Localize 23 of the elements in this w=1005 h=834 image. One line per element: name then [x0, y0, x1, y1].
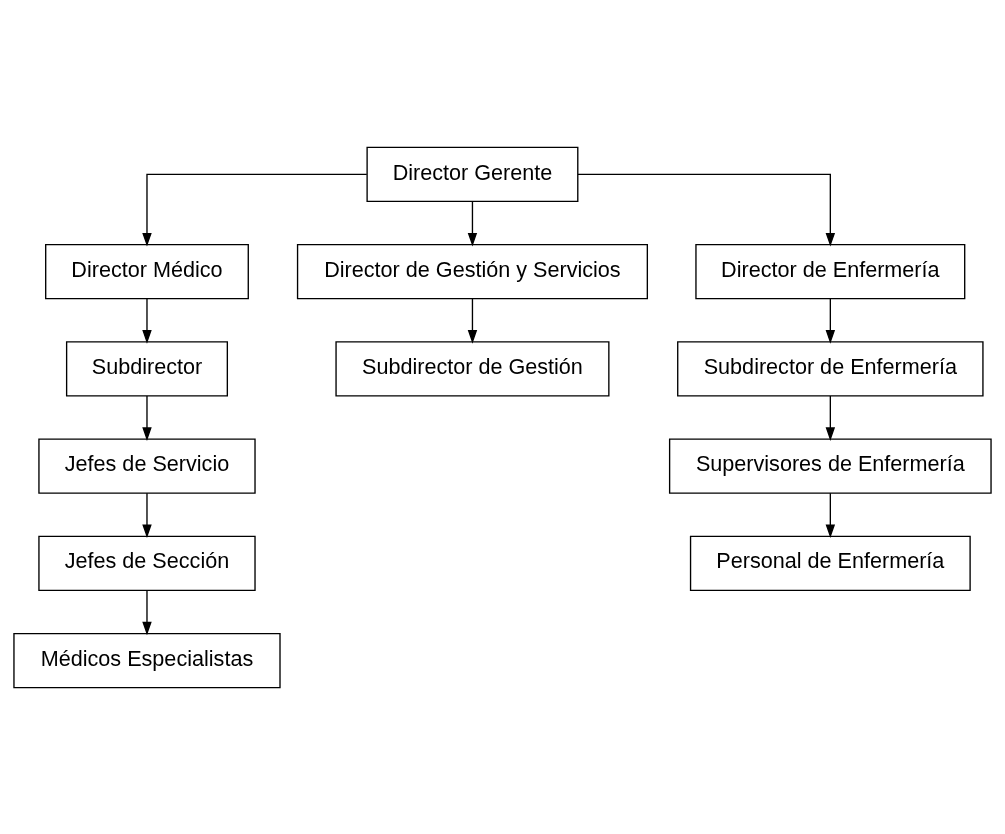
arrow — [467, 297, 478, 344]
arrow — [142, 297, 152, 344]
arrow — [142, 589, 152, 635]
node-box: Personal de Enfermería — [689, 535, 971, 591]
arrow — [825, 297, 836, 344]
node-box: Jefes de Servicio — [38, 437, 256, 494]
arrow — [825, 492, 836, 538]
node-box: Subdirector — [65, 340, 228, 397]
node-box: Jefes de Sección — [38, 535, 256, 591]
node-box: Director Médico — [45, 243, 249, 299]
node-box: Subdirector de Gestión — [335, 340, 610, 397]
arrow — [142, 492, 152, 538]
node-box: Supervisores de Enfermería — [668, 437, 992, 494]
arrow — [142, 173, 368, 247]
arrow — [825, 394, 836, 441]
node-box: Director de Enfermería — [695, 243, 966, 299]
arrow — [467, 200, 478, 246]
arrow — [142, 394, 152, 441]
node-box: Director Gerente — [366, 146, 579, 202]
arrow — [577, 173, 836, 247]
node-box: Subdirector de Enfermería — [677, 340, 984, 397]
node-box: Médicos Especialistas — [13, 632, 281, 688]
node-box: Director de Gestión y Servicios — [296, 243, 648, 299]
